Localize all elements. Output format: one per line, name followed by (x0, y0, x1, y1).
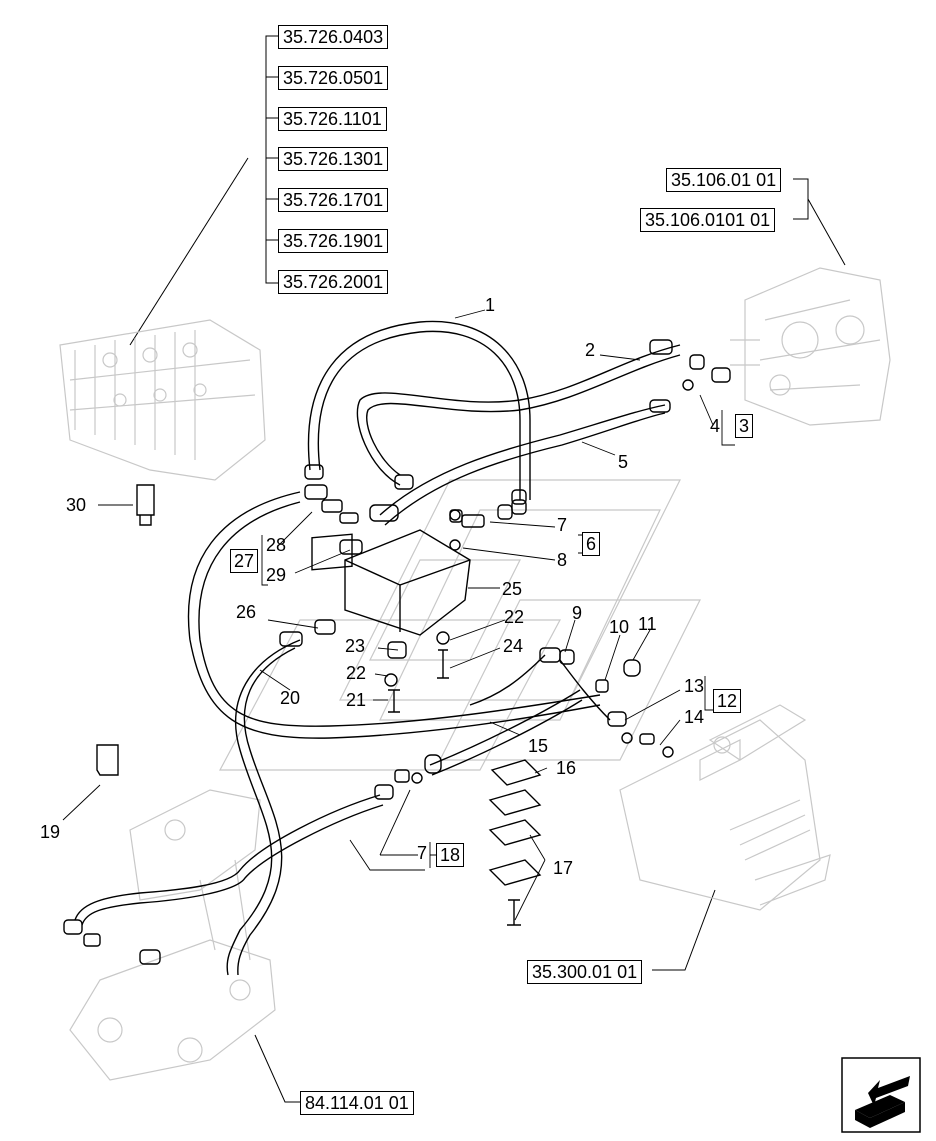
callout-9: 9 (572, 603, 583, 623)
hydraulic-pump (730, 267, 891, 426)
pump-ref-0[interactable]: 35.106.01 01 (666, 168, 782, 192)
valve-ref-2[interactable]: 35.726.1101 (278, 107, 387, 131)
callout-30: 30 (66, 495, 87, 515)
hose-1 (307, 320, 531, 500)
boom-ref-leader (254, 1034, 300, 1103)
pump-refs-bracket (793, 178, 846, 266)
valve-ref-1[interactable]: 35.726.0501 (278, 66, 389, 90)
valve-ref-4[interactable]: 35.726.1701 (278, 188, 389, 212)
callout-24: 24 (503, 636, 524, 656)
tank-ref-leader (652, 889, 716, 971)
callout-15: 15 (528, 736, 549, 756)
callout-12[interactable]: 12 (713, 689, 742, 713)
part-19 (96, 744, 119, 776)
part-23 (387, 641, 407, 659)
part-24 (437, 649, 449, 679)
callout-13: 13 (684, 676, 705, 696)
valve-ref-5[interactable]: 35.726.1901 (278, 229, 389, 253)
callout-29: 29 (266, 565, 287, 585)
callout-27[interactable]: 27 (230, 549, 259, 573)
callout-5: 5 (618, 452, 629, 472)
callout-18[interactable]: 18 (436, 843, 465, 867)
fittings (63, 339, 731, 965)
callout-22b: 22 (346, 663, 367, 683)
callout-23: 23 (345, 636, 366, 656)
valve-ref-3[interactable]: 35.726.1301 (278, 147, 389, 171)
callout-22a: 22 (504, 607, 525, 627)
next-page-arrow-icon (841, 1057, 921, 1133)
clamps (488, 759, 542, 926)
callout-2: 2 (585, 340, 596, 360)
callout-6[interactable]: 6 (582, 532, 601, 556)
valve-ref-0[interactable]: 35.726.0403 (278, 25, 389, 49)
part-30 (136, 484, 155, 526)
valve-refs-leader (129, 157, 249, 346)
callout-11: 11 (638, 614, 657, 634)
control-valve-block (59, 319, 266, 481)
hose-2 (356, 344, 681, 486)
o-rings (384, 379, 694, 784)
callout-21: 21 (346, 690, 367, 710)
hose-5 (379, 404, 666, 516)
boom-ref[interactable]: 84.114.01 01 (300, 1091, 414, 1115)
callout-7a: 7 (557, 515, 568, 535)
callout-1: 1 (485, 295, 496, 315)
callout-10: 10 (609, 617, 630, 637)
tank-ref[interactable]: 35.300.01 01 (527, 960, 643, 984)
valve-block (344, 529, 471, 636)
callout-17: 17 (553, 858, 574, 878)
callout-28: 28 (266, 535, 287, 555)
callout-25: 25 (502, 579, 523, 599)
boom-frame (69, 789, 276, 1081)
hose-26 (226, 639, 301, 976)
hose-9 (469, 654, 546, 706)
oil-tank (619, 704, 831, 911)
valve-refs-bracket (265, 35, 278, 284)
callout-4: 4 (710, 416, 721, 436)
hose-20 (187, 491, 601, 739)
callout-14: 14 (684, 707, 705, 727)
callout-16: 16 (556, 758, 577, 778)
hose-lower (74, 794, 381, 921)
valve-ref-6[interactable]: 35.726.2001 (278, 270, 389, 294)
callout-26: 26 (236, 602, 257, 622)
callout-8: 8 (557, 550, 568, 570)
pump-ref-1[interactable]: 35.106.0101 01 (640, 208, 776, 232)
hose-15 (429, 689, 581, 766)
callout-3[interactable]: 3 (735, 414, 754, 438)
callout-20: 20 (280, 688, 301, 708)
callout-19: 19 (40, 822, 61, 842)
callout-7b: 7 (417, 843, 428, 863)
part-21 (388, 689, 400, 713)
